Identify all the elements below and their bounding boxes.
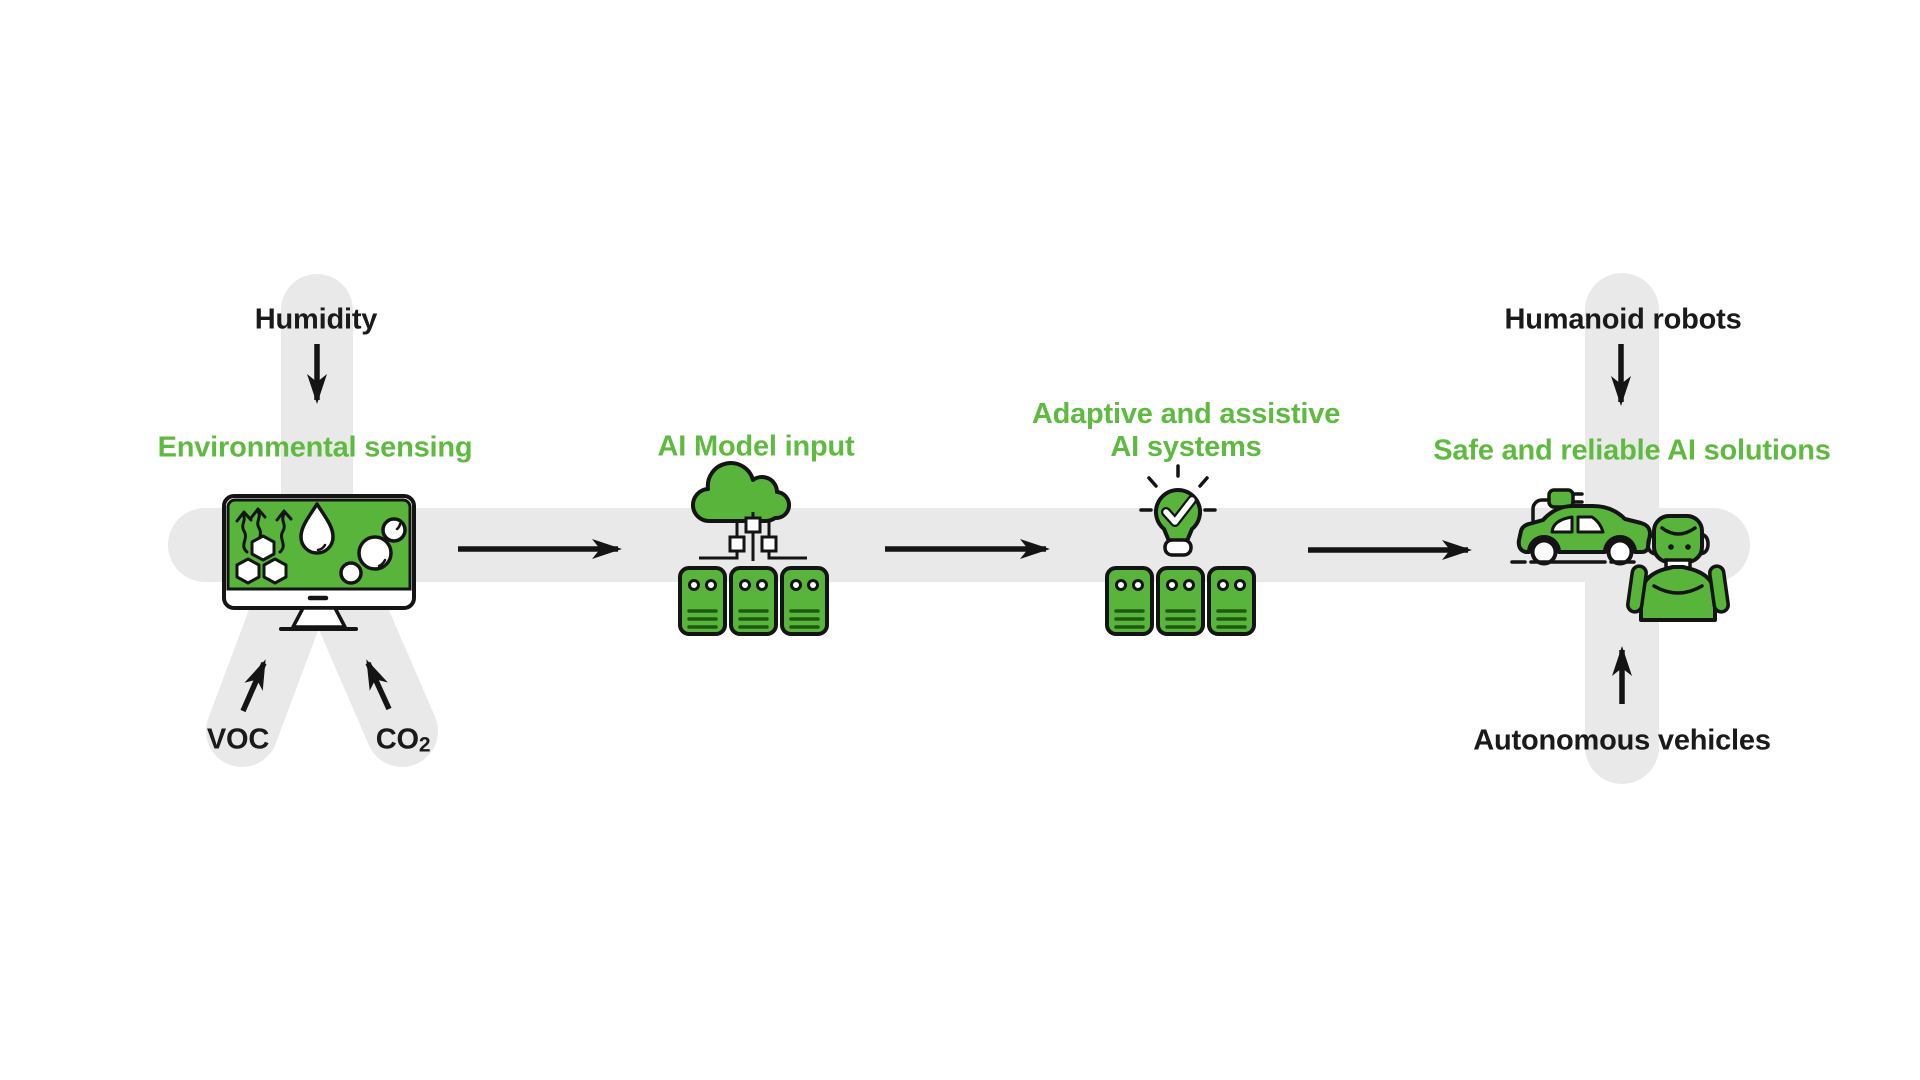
label-humidity: Humidity bbox=[254, 303, 378, 336]
electric-car-icon bbox=[1510, 488, 1652, 566]
cloud-network-servers-icon bbox=[678, 461, 829, 636]
check-mark bbox=[1163, 497, 1195, 525]
label-co2-subscript: 2 bbox=[418, 733, 431, 757]
server-rack-group bbox=[1105, 566, 1256, 636]
label-ai-model-input: AI Model input bbox=[657, 430, 855, 463]
hexagon-molecules-glyph bbox=[235, 534, 288, 585]
label-adaptive-line2: AI systems bbox=[1110, 431, 1262, 463]
lightbulb-check-servers-icon bbox=[1105, 464, 1256, 636]
car-wheel-front bbox=[1606, 538, 1634, 566]
label-adaptive-assistive: Adaptive and assistive AI systems bbox=[1032, 398, 1340, 464]
label-autonomous-vehicles: Autonomous vehicles bbox=[1473, 724, 1771, 757]
label-co2: CO2 bbox=[376, 724, 431, 757]
car-wheel-rear bbox=[1530, 538, 1558, 566]
robot-eye-right bbox=[1685, 544, 1691, 550]
droplet-glyph bbox=[299, 502, 335, 555]
robot-arm-left bbox=[1626, 564, 1648, 614]
robot-arm-right bbox=[1708, 564, 1730, 614]
robot-head bbox=[1652, 514, 1704, 564]
lightbulb-base bbox=[1163, 538, 1193, 557]
co2-molecule-glyph bbox=[339, 517, 407, 585]
robot-chest-line bbox=[1652, 584, 1704, 595]
flow-arrows bbox=[240, 344, 1632, 713]
label-safe-reliable: Safe and reliable AI solutions bbox=[1433, 434, 1831, 467]
arrow-voc-up bbox=[240, 659, 267, 713]
label-adaptive-line1: Adaptive and assistive bbox=[1031, 398, 1341, 430]
label-environmental-sensing: Environmental sensing bbox=[157, 431, 473, 464]
network-nodes-glyph bbox=[699, 512, 807, 561]
arrow-co2-up bbox=[365, 659, 392, 711]
humanoid-robot-icon bbox=[1626, 514, 1730, 622]
label-humanoid-robots: Humanoid robots bbox=[1504, 303, 1742, 336]
label-co2-base: CO bbox=[375, 723, 419, 756]
robot-brow bbox=[1660, 526, 1697, 536]
flow-bands bbox=[168, 273, 1750, 784]
label-voc: VOC bbox=[206, 723, 270, 756]
monitor-environment-icon bbox=[222, 494, 416, 631]
car-windows bbox=[1550, 515, 1605, 534]
server-rack-group bbox=[678, 566, 829, 636]
robot-eye-left bbox=[1668, 544, 1674, 550]
charging-cable bbox=[1531, 498, 1552, 522]
lightbulb-rays bbox=[1139, 464, 1217, 512]
cloud-glyph bbox=[691, 461, 791, 524]
